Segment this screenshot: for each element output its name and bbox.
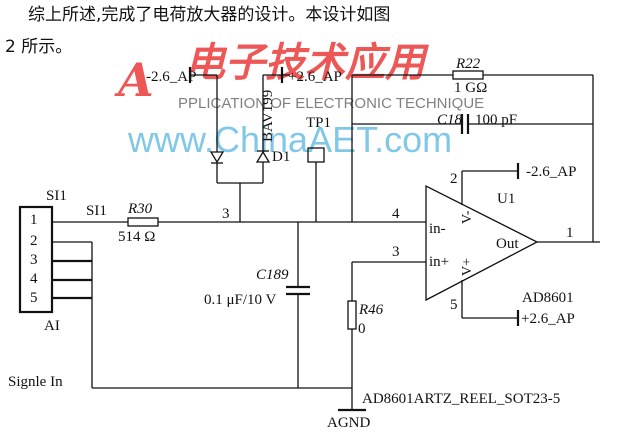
d1a-body bbox=[209, 151, 225, 164]
in-plus-pin-num: 3 bbox=[392, 244, 400, 260]
c18-ref: C18 bbox=[437, 112, 463, 128]
pos-top-label: +2.6_AP bbox=[288, 69, 342, 85]
connector-pin-3: 3 bbox=[30, 252, 38, 268]
intro-line-1: 综上所述,完成了电荷放大器的设计。本设计如图 bbox=[28, 5, 390, 25]
agnd-label: AGND bbox=[327, 415, 370, 431]
connector-ref: SI1 bbox=[46, 188, 67, 204]
opamp-ref: U1 bbox=[497, 191, 515, 207]
opamp-full-part: AD8601ARTZ_REEL_SOT23-5 bbox=[362, 391, 560, 407]
c189-value: 0.1 μF/10 V bbox=[204, 292, 277, 308]
connector-pin-5: 5 bbox=[30, 290, 38, 306]
node3-label: 3 bbox=[222, 206, 230, 222]
watermark-site: www.ChinaAET.com bbox=[127, 119, 452, 160]
opamp-body bbox=[425, 184, 539, 302]
d1-part: BAV199 bbox=[260, 90, 276, 142]
opamp-v-minus: V- bbox=[460, 210, 475, 224]
r46-value: 0 bbox=[358, 321, 366, 337]
r22-ref: R22 bbox=[455, 56, 481, 72]
si1-net-label: SI1 bbox=[86, 203, 107, 219]
connector-pin-2: 2 bbox=[30, 233, 38, 249]
r46-body bbox=[347, 300, 357, 330]
connector-footer: AI bbox=[44, 318, 60, 334]
connector-pin-1: 1 bbox=[30, 212, 38, 228]
watermark-logo: A bbox=[114, 53, 154, 107]
opamp-in-minus: in- bbox=[429, 221, 446, 237]
d1-ref: D1 bbox=[272, 149, 290, 165]
connector-body bbox=[18, 205, 54, 314]
tp1-label: TP1 bbox=[306, 115, 331, 131]
r46-ref: R46 bbox=[358, 302, 384, 318]
vpos-pin: 5 bbox=[450, 297, 458, 313]
vneg-pin: 2 bbox=[450, 171, 458, 187]
node4-label: 4 bbox=[392, 206, 400, 222]
r22-value: 1 GΩ bbox=[454, 80, 487, 96]
opamp-part: AD8601 bbox=[522, 290, 574, 306]
connector-pin-4: 4 bbox=[30, 271, 38, 287]
c18-value: 100 pF bbox=[475, 112, 517, 128]
watermark-chinese: 电子技术应用 bbox=[185, 39, 429, 86]
opamp-v-plus: V+ bbox=[460, 258, 475, 276]
opamp-in-plus: in+ bbox=[429, 254, 449, 270]
watermark-english: PPLICATION OF ELECTRONIC TECHNIQUE bbox=[178, 95, 484, 112]
r30-value: 514 Ω bbox=[118, 229, 155, 245]
r22-body bbox=[452, 70, 484, 80]
opamp-out-pin: 1 bbox=[566, 225, 574, 241]
r30-ref: R30 bbox=[127, 201, 153, 217]
signal-in-label: Signle In bbox=[8, 374, 63, 390]
pos-right-label: +2.6_AP bbox=[521, 311, 575, 327]
intro-line-2: 2 所示。 bbox=[5, 37, 72, 57]
r30-body bbox=[127, 217, 159, 227]
neg-right-label: -2.6_AP bbox=[526, 164, 576, 180]
c189-ref: C189 bbox=[256, 267, 289, 283]
neg-top-label: -2.6_AP bbox=[146, 69, 196, 85]
opamp-out-label: Out bbox=[496, 236, 519, 252]
